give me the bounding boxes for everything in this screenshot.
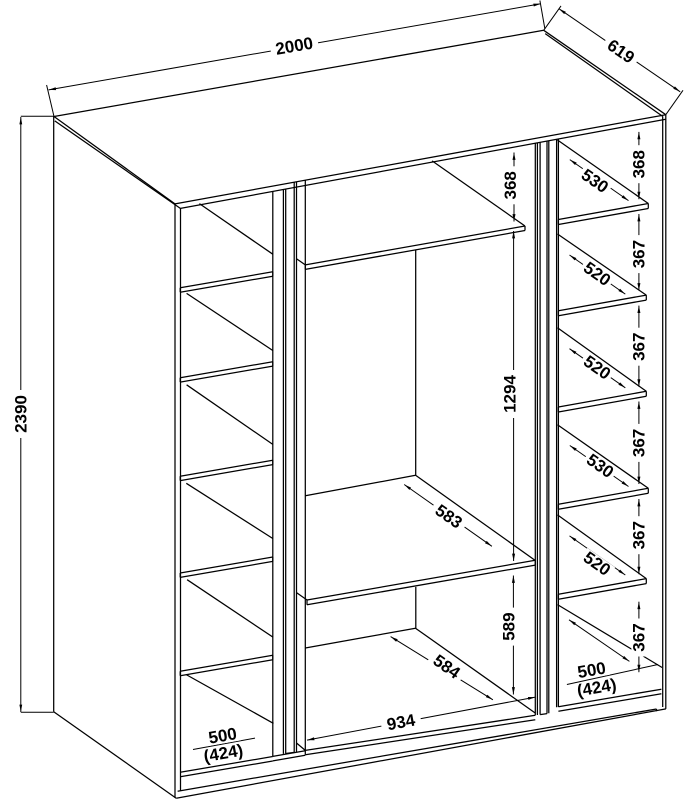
svg-text:2000: 2000	[274, 34, 315, 59]
svg-text:1294: 1294	[501, 375, 520, 413]
svg-text:367: 367	[629, 429, 648, 457]
svg-text:367: 367	[629, 623, 648, 651]
svg-text:589: 589	[499, 612, 518, 640]
svg-text:368: 368	[501, 171, 520, 199]
svg-text:368: 368	[629, 150, 648, 178]
svg-text:367: 367	[629, 240, 648, 268]
svg-text:500: 500	[207, 724, 238, 748]
svg-text:934: 934	[385, 710, 417, 734]
svg-text:367: 367	[629, 521, 648, 549]
svg-text:367: 367	[629, 333, 648, 361]
svg-text:500: 500	[576, 658, 607, 682]
svg-text:2390: 2390	[11, 395, 30, 433]
